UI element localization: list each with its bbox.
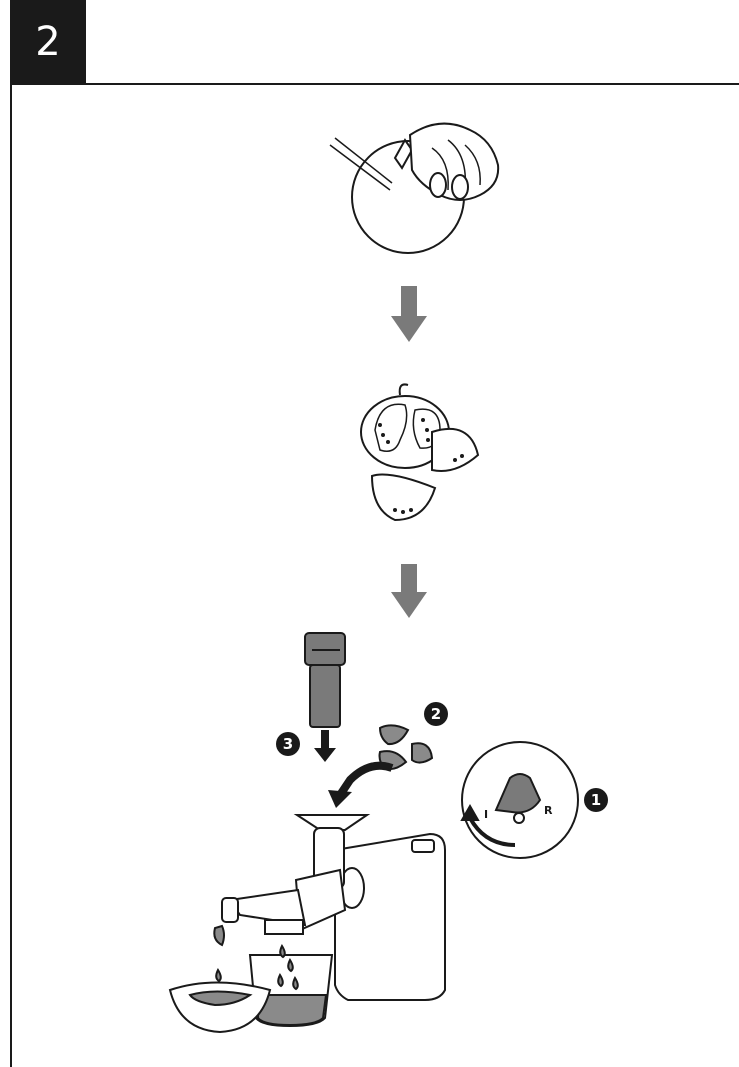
- dial-reverse-label: R: [544, 804, 552, 817]
- curved-insert-arrow: [340, 766, 392, 795]
- down-arrow-1: [391, 286, 427, 342]
- dial-on-label: I: [484, 808, 488, 821]
- callout-3-number: 3: [283, 735, 293, 753]
- callout-2-number: 2: [431, 705, 441, 723]
- push-down-arrow: [314, 730, 336, 762]
- switch-dial-detail: [462, 742, 578, 858]
- remove-stem-illustration: [330, 124, 498, 253]
- down-arrow-2: [391, 564, 427, 618]
- callout-2: 2: [424, 702, 448, 726]
- cut-tomato-illustration: [361, 384, 478, 520]
- curved-arrow-head: [328, 790, 352, 808]
- callout-1: 1: [584, 788, 608, 812]
- callout-1-number: 1: [591, 791, 601, 809]
- callout-3: 3: [276, 732, 300, 756]
- food-pusher-illustration: [305, 633, 345, 727]
- juicer-machine-illustration: [170, 815, 445, 1032]
